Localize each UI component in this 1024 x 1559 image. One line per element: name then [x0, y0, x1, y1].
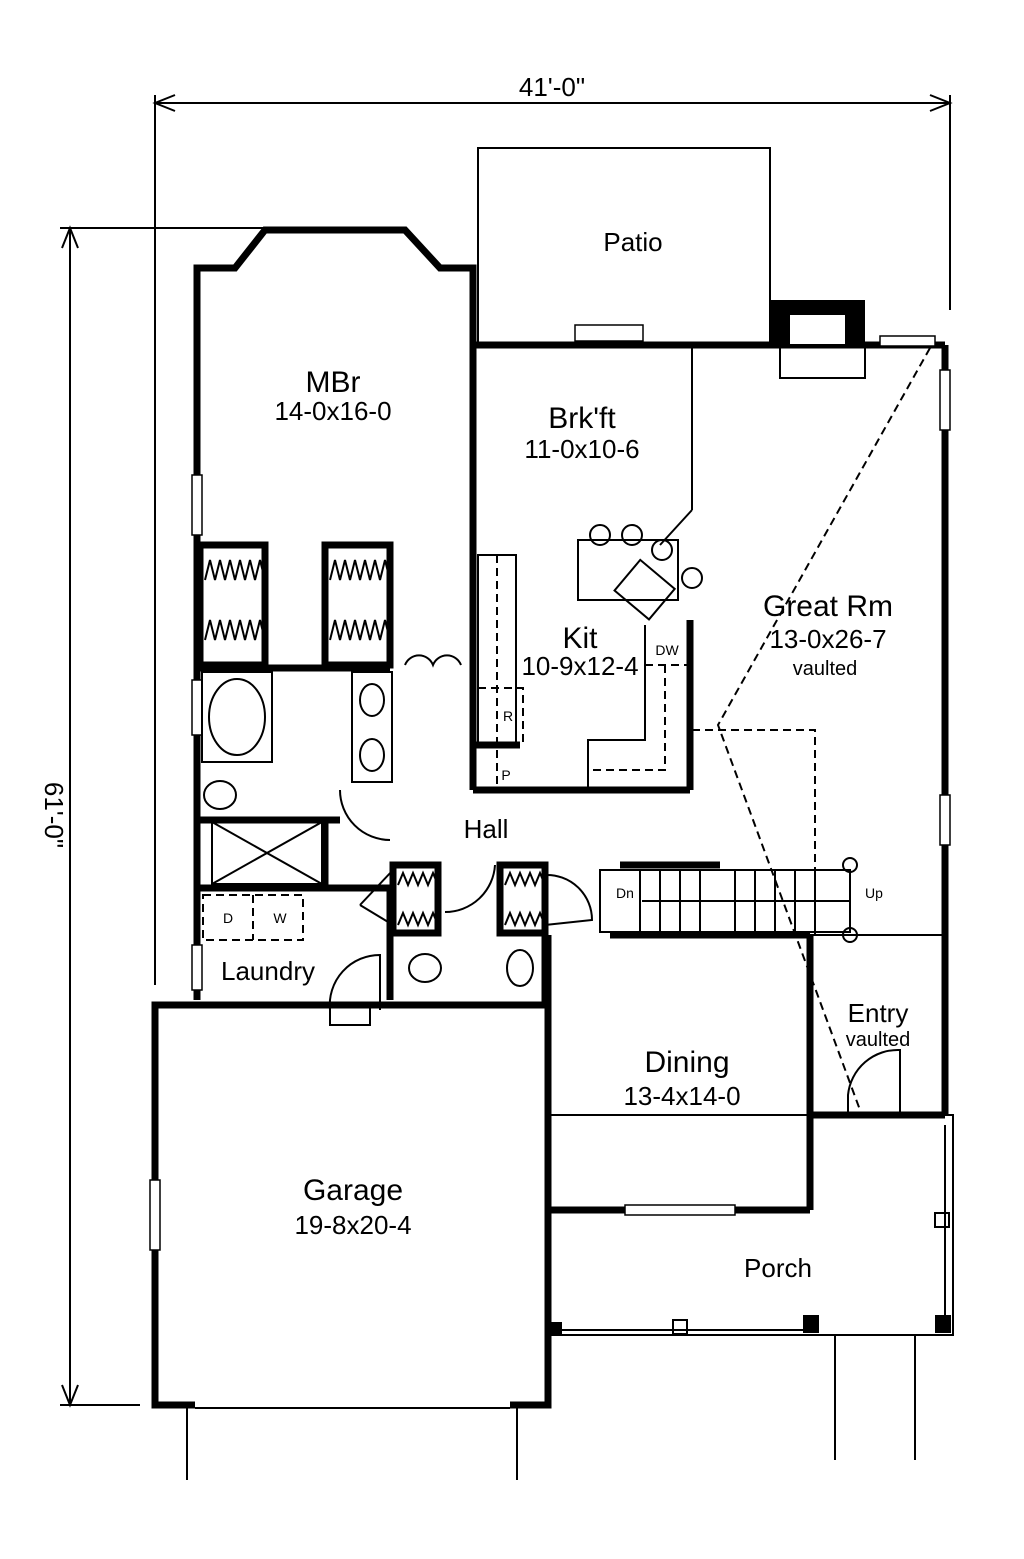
refrigerator-label: R	[503, 708, 513, 724]
room-name-patio: Patio	[603, 227, 662, 257]
sink	[613, 558, 677, 621]
island	[577, 539, 679, 601]
porch-outline	[547, 1114, 954, 1336]
room-name-kit: Kit	[562, 622, 598, 655]
room-size-dining: 13-4x14-0	[623, 1081, 740, 1111]
room-size-mbr: 14-0x16-0	[274, 396, 391, 426]
dimension-width	[152, 94, 953, 985]
room-size-brkft: 11-0x10-6	[524, 434, 639, 464]
room-note-entry: vaulted	[846, 1029, 911, 1051]
room-name-dining: Dining	[644, 1046, 729, 1079]
dimension-depth	[60, 225, 270, 1408]
closet	[496, 861, 549, 937]
room-name-garage: Garage	[303, 1174, 403, 1207]
stairs-down-label: Dn	[616, 885, 634, 901]
room-name-great: Great Rm	[763, 590, 893, 623]
room-name-mbr: MBr	[306, 366, 361, 399]
shower	[211, 821, 323, 885]
pantry-label: P	[501, 767, 510, 783]
room-size-great: 13-0x26-7	[769, 624, 886, 654]
room-note-great: vaulted	[793, 658, 858, 680]
bathtub	[201, 671, 273, 763]
window	[574, 324, 644, 342]
hearth	[779, 344, 866, 379]
room-name-laundry: Laundry	[221, 956, 315, 986]
room-size-kit: 10-9x12-4	[521, 651, 638, 681]
washer-label: W	[273, 910, 287, 926]
stairs-up-label: Up	[865, 885, 883, 901]
dryer-label: D	[223, 910, 233, 926]
room-size-garage: 19-8x20-4	[294, 1210, 411, 1240]
toilet	[203, 780, 237, 810]
room-name-brkft: Brk'ft	[548, 402, 616, 435]
room-name-hall: Hall	[464, 814, 509, 844]
width-dimension-label: 41'-0"	[519, 72, 585, 102]
mbr-walls	[193, 226, 477, 1000]
vanity	[351, 671, 393, 783]
depth-dimension-label: 61'-0"	[39, 782, 69, 848]
dishwasher-label: DW	[655, 642, 679, 658]
room-name-entry: Entry	[848, 998, 909, 1028]
room-name-porch: Porch	[744, 1253, 812, 1283]
